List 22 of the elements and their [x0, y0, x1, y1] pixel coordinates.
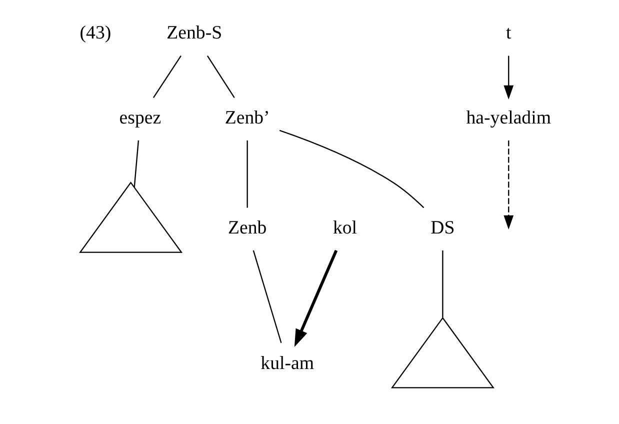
connector	[152, 55, 181, 98]
node-text: kol	[332, 218, 357, 239]
arrow	[294, 250, 338, 347]
arrow	[503, 140, 514, 230]
node-text: kul-am	[260, 352, 314, 374]
arrow	[503, 56, 514, 100]
node-text: Zenb’	[224, 107, 270, 128]
connector	[442, 250, 443, 318]
node-text: ha-yeladim	[466, 107, 550, 128]
node-text: DS	[430, 218, 454, 239]
connector	[246, 140, 248, 208]
node-triangle	[390, 316, 494, 388]
node-triangle	[78, 182, 182, 253]
node-text: Zenb-S	[166, 22, 222, 44]
node-text: t	[506, 22, 511, 44]
connector	[133, 140, 139, 188]
node-text: Zenb	[227, 218, 266, 239]
node-text: espez	[118, 107, 161, 128]
connector	[278, 130, 424, 208]
label: (43)	[79, 22, 111, 44]
connector	[206, 56, 234, 98]
connector	[252, 250, 282, 344]
